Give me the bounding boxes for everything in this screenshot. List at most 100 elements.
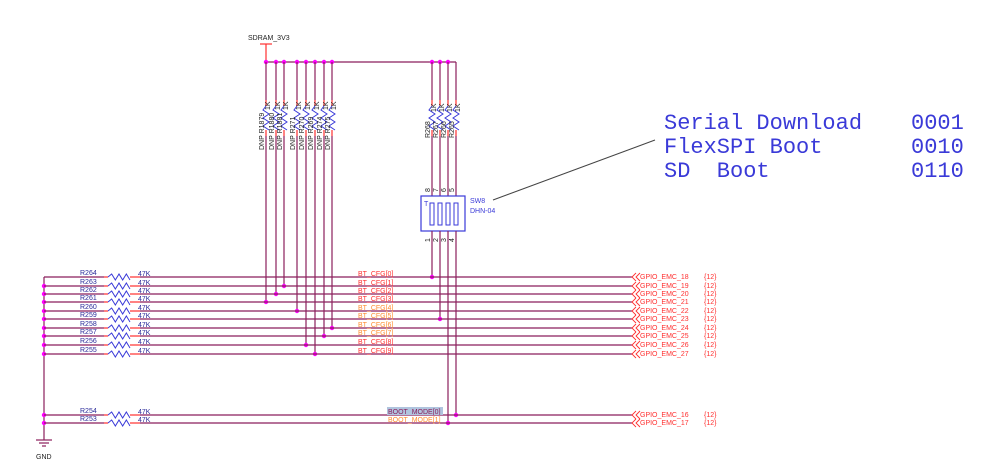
switch-actuator <box>429 202 435 226</box>
switch-actuator <box>437 202 443 226</box>
net-label: BT_CFG[6] <box>358 322 393 329</box>
switch-pin-number: 4 <box>449 238 456 242</box>
resistor-zigzag <box>320 105 328 131</box>
net-label: BT_CFG[0] <box>358 271 393 278</box>
resistor-ref: DNP R271 <box>290 117 297 150</box>
port-label: GPIO_EMC_16 <box>640 412 689 419</box>
resistor-zigzag <box>107 350 131 358</box>
resistor-value: 1K <box>305 101 312 110</box>
offpage-connector-icon <box>631 272 641 282</box>
page-reference: {12} <box>704 283 717 290</box>
row-resistor-value: 47K <box>138 280 151 287</box>
row-resistor-value: 47K <box>138 296 151 303</box>
net-label: BT_CFG[1] <box>358 280 393 287</box>
switch-part: DHN-04 <box>470 208 495 215</box>
row-resistor-value: 47K <box>138 348 151 355</box>
annotation-mode: Serial Download <box>664 111 863 136</box>
net-label: BOOT_MODE[1] <box>388 417 441 424</box>
resistor-zigzag <box>107 411 131 419</box>
annotation-code: 0110 <box>911 159 964 184</box>
row-resistor-value: 47K <box>138 339 151 346</box>
ground-label: GND <box>36 454 52 461</box>
switch-pin-number: 6 <box>441 188 448 192</box>
resistor-value: 1K <box>331 101 338 110</box>
resistor-zigzag <box>302 105 310 131</box>
annotation-code: 0001 <box>911 111 964 136</box>
row-resistor-value: 47K <box>138 409 151 416</box>
resistor-value: 1K <box>431 103 438 112</box>
resistor-ref: R265 <box>449 121 456 138</box>
resistor-zigzag <box>311 105 319 131</box>
switch-pin-number: 8 <box>425 188 432 192</box>
row-resistor-ref: R264 <box>80 270 97 277</box>
annotation-mode: FlexSPI Boot <box>664 135 823 160</box>
switch-pin-number: 5 <box>449 188 456 192</box>
resistor-ref: DNP R270 <box>299 117 306 150</box>
annotation-line-0: Serial Download 0001 <box>664 111 964 136</box>
net-label: BT_CFG[9] <box>358 348 393 355</box>
switch-pin-number: 3 <box>441 238 448 242</box>
net-label: BT_CFG[4] <box>358 305 393 312</box>
switch-pin-number: 1 <box>425 238 432 242</box>
port-label: GPIO_EMC_19 <box>640 283 689 290</box>
net-label: BT_CFG[5] <box>358 313 393 320</box>
offpage-connector-icon <box>631 297 641 307</box>
port-label: GPIO_EMC_22 <box>640 308 689 315</box>
resistor-zigzag <box>436 105 444 131</box>
net-label-highlight <box>387 407 443 415</box>
net-label: BT_CFG[3] <box>358 296 393 303</box>
row-resistor-ref: R261 <box>80 295 97 302</box>
page-reference: {12} <box>704 325 717 332</box>
page-reference: {12} <box>704 333 717 340</box>
port-label: GPIO_EMC_23 <box>640 316 689 323</box>
resistor-zigzag <box>328 105 336 131</box>
annotation-mode: SD Boot <box>664 159 770 184</box>
page-reference: {12} <box>704 308 717 315</box>
net-label: BT_CFG[8] <box>358 339 393 346</box>
net-label: BOOT_MODE[0] <box>388 409 441 416</box>
resistor-value: 1K <box>447 103 454 112</box>
row-resistor-value: 47K <box>138 313 151 320</box>
row-resistor-ref: R256 <box>80 338 97 345</box>
row-resistor-ref: R258 <box>80 321 97 328</box>
port-label: GPIO_EMC_24 <box>640 325 689 332</box>
resistor-zigzag <box>428 105 436 131</box>
resistor-value: 1K <box>314 101 321 110</box>
page-reference: {12} <box>704 299 717 306</box>
resistor-ref: DNP R1879 <box>259 113 266 150</box>
page-reference: {12} <box>704 342 717 349</box>
row-resistor-value: 47K <box>138 322 151 329</box>
resistor-zigzag <box>107 307 131 315</box>
resistor-zigzag <box>452 105 460 131</box>
row-resistor-ref: R257 <box>80 329 97 336</box>
annotation-code: 0010 <box>911 135 964 160</box>
switch-pin-number: 7 <box>433 188 440 192</box>
row-resistor-ref: R263 <box>80 279 97 286</box>
power-label: SDRAM_3V3 <box>248 35 290 42</box>
resistor-zigzag <box>107 315 131 323</box>
port-label: GPIO_EMC_26 <box>640 342 689 349</box>
row-resistor-value: 47K <box>138 271 151 278</box>
offpage-connector-icon <box>631 340 641 350</box>
resistor-zigzag <box>262 105 270 131</box>
resistor-zigzag <box>107 273 131 281</box>
row-resistor-ref: R262 <box>80 287 97 294</box>
resistor-zigzag <box>280 105 288 131</box>
port-label: GPIO_EMC_17 <box>640 420 689 427</box>
resistor-ref: R268 <box>425 121 432 138</box>
page-reference: {12} <box>704 274 717 281</box>
row-resistor-ref: R253 <box>80 416 97 423</box>
resistor-value: 1K <box>439 103 446 112</box>
port-label: GPIO_EMC_21 <box>640 299 689 306</box>
row-resistor-ref: R254 <box>80 408 97 415</box>
resistor-zigzag <box>107 282 131 290</box>
offpage-connector-icon <box>631 410 641 420</box>
resistor-zigzag <box>107 341 131 349</box>
page-reference: {12} <box>704 420 717 427</box>
resistor-ref: R267 <box>433 121 440 138</box>
resistor-zigzag <box>107 332 131 340</box>
offpage-connector-icon <box>631 306 641 316</box>
offpage-connector-icon <box>631 323 641 333</box>
annotation-line-2: SD Boot 0110 <box>664 159 964 184</box>
